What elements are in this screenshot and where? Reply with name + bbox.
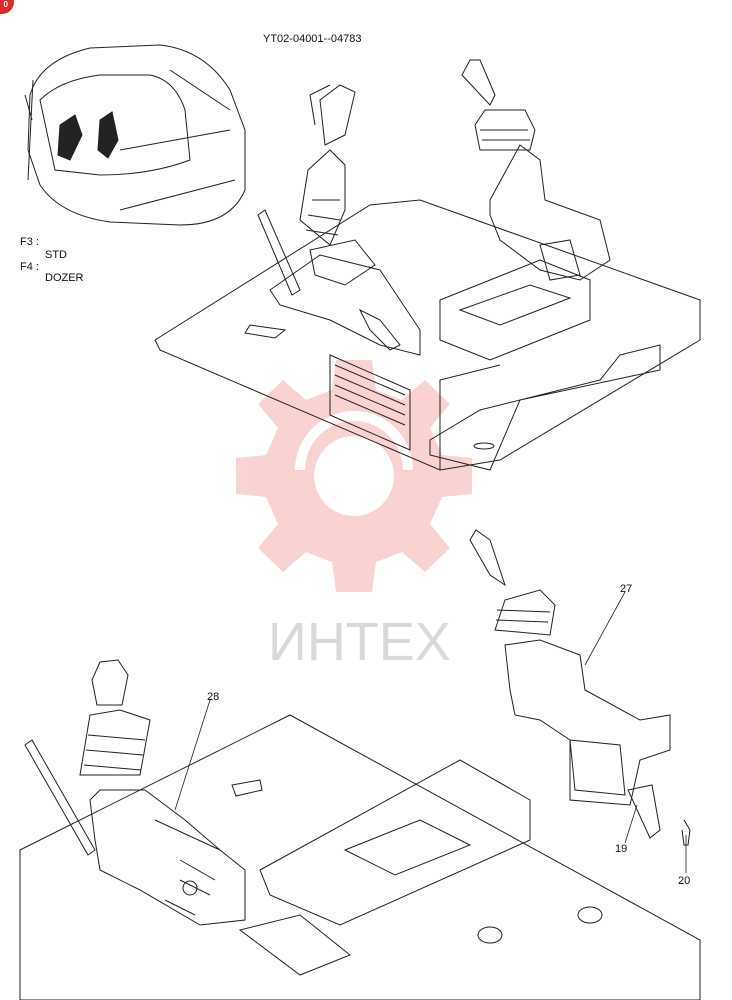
callout-labels: 27 28 19 20	[207, 583, 690, 887]
callout-20: 20	[678, 875, 690, 887]
callout-19: 19	[615, 843, 627, 855]
legend-desc-dozer: DOZER	[45, 272, 84, 284]
callout-28: 28	[207, 691, 219, 703]
legend-code-f3: F3 :	[20, 236, 39, 248]
cab-thumbnail	[24, 44, 246, 226]
watermark: ИНТЕХ	[268, 612, 451, 672]
right-control-stand	[469, 529, 691, 846]
watermark-gear	[236, 360, 472, 592]
serial-range-label: YT02-04001--04783	[263, 33, 362, 45]
watermark-text: ИНТЕХ	[268, 612, 451, 672]
upper-floor-assembly	[154, 59, 701, 471]
lower-floor-assembly	[19, 659, 701, 1000]
legend-code-f4: F4 :	[20, 261, 39, 273]
leader-lines	[174, 591, 687, 873]
callout-27: 27	[620, 583, 632, 595]
legend-desc-std: STD	[45, 249, 67, 261]
